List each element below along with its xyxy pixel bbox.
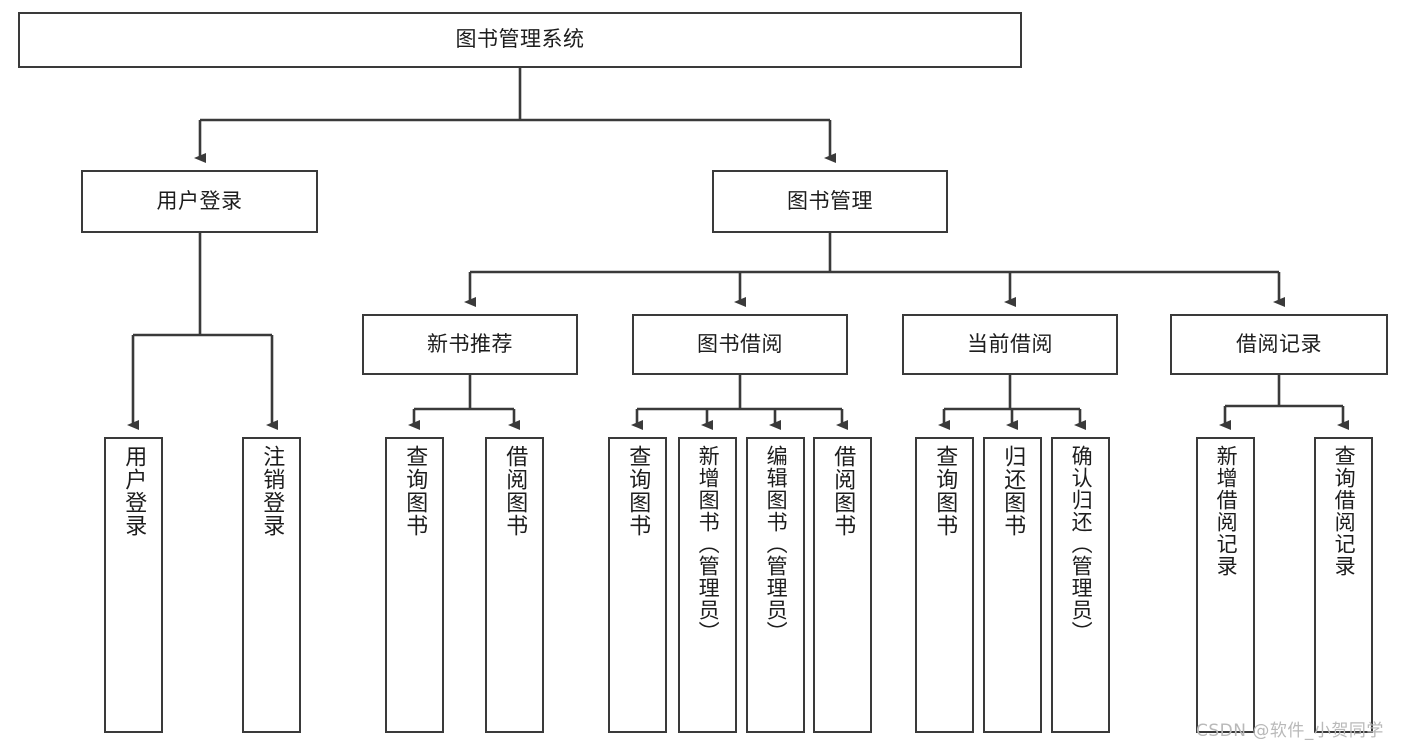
leaf-query-book-recommend-label: 查询图书 [402, 445, 428, 537]
leaf-add-borrow-record[interactable]: 新增借阅记录 [1196, 437, 1255, 733]
node-book-management-label: 图书管理 [787, 188, 873, 213]
leaf-edit-book-admin[interactable]: 编辑图书（管理员） [746, 437, 805, 733]
leaf-confirm-return-admin-label: 确认归还（管理员） [1069, 445, 1094, 643]
node-root-label: 图书管理系统 [455, 27, 585, 52]
node-user-login-label: 用户登录 [156, 188, 243, 213]
node-book-borrow-label: 图书借阅 [697, 331, 783, 356]
node-root[interactable]: 图书管理系统 [18, 12, 1022, 68]
leaf-add-borrow-record-label: 新增借阅记录 [1214, 445, 1239, 577]
csdn-watermark: CSDN @软件_小贺同学 [1196, 721, 1384, 741]
leaf-logout[interactable]: 注销登录 [242, 437, 301, 733]
leaf-edit-book-admin-label: 编辑图书（管理员） [764, 445, 789, 643]
leaf-borrow-book-label: 借阅图书 [830, 445, 856, 537]
node-user-login[interactable]: 用户登录 [81, 170, 318, 233]
leaf-logout-label: 注销登录 [259, 445, 285, 537]
leaf-query-book-borrow[interactable]: 查询图书 [608, 437, 667, 733]
leaf-query-book-current[interactable]: 查询图书 [915, 437, 974, 733]
node-new-book-recommendation[interactable]: 新书推荐 [362, 314, 578, 375]
node-book-management[interactable]: 图书管理 [712, 170, 948, 233]
leaf-borrow-book-recommend[interactable]: 借阅图书 [485, 437, 544, 733]
leaf-add-book-admin[interactable]: 新增图书（管理员） [678, 437, 737, 733]
leaf-return-book[interactable]: 归还图书 [983, 437, 1042, 733]
leaf-add-book-admin-label: 新增图书（管理员） [696, 445, 721, 643]
node-borrow-record-label: 借阅记录 [1236, 331, 1322, 356]
leaf-user-login[interactable]: 用户登录 [104, 437, 163, 733]
leaf-query-borrow-record[interactable]: 查询借阅记录 [1314, 437, 1373, 733]
node-book-borrow[interactable]: 图书借阅 [632, 314, 848, 375]
node-borrow-record[interactable]: 借阅记录 [1170, 314, 1388, 375]
leaf-confirm-return-admin[interactable]: 确认归还（管理员） [1051, 437, 1110, 733]
leaf-return-book-label: 归还图书 [1000, 445, 1026, 537]
leaf-borrow-book-recommend-label: 借阅图书 [502, 445, 528, 537]
leaf-query-book-recommend[interactable]: 查询图书 [385, 437, 444, 733]
leaf-user-login-label: 用户登录 [121, 445, 147, 537]
node-current-borrow-label: 当前借阅 [967, 331, 1053, 356]
leaf-borrow-book[interactable]: 借阅图书 [813, 437, 872, 733]
node-current-borrow[interactable]: 当前借阅 [902, 314, 1118, 375]
node-new-book-recommendation-label: 新书推荐 [427, 331, 513, 356]
leaf-query-borrow-record-label: 查询借阅记录 [1332, 445, 1357, 577]
leaf-query-book-borrow-label: 查询图书 [625, 445, 651, 537]
leaf-query-book-current-label: 查询图书 [932, 445, 958, 537]
